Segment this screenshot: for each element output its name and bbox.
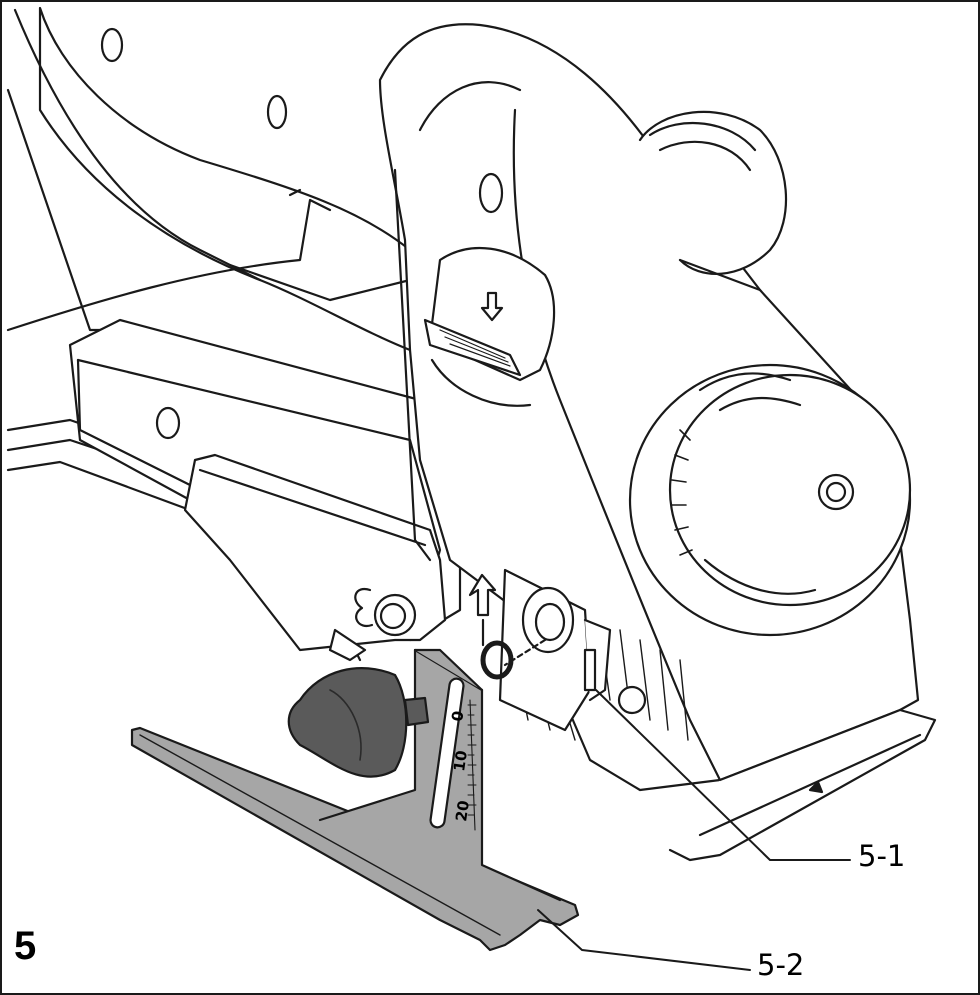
arrow-down-icon <box>480 291 504 322</box>
leader-line-5-2 <box>537 909 751 971</box>
scale-mark-0: 0 <box>448 710 467 723</box>
star-knob <box>287 667 430 778</box>
depth-adjustment-knob <box>628 363 912 637</box>
rear-handle <box>6 6 422 352</box>
screw-head-icon <box>155 406 181 440</box>
housing-hole-icon <box>478 172 504 214</box>
guide-scale-ticks <box>467 704 477 816</box>
release-lever <box>423 246 556 407</box>
rivet-hole-icon <box>100 27 124 63</box>
marker-triangle-icon <box>808 780 824 794</box>
arrow-up-icon <box>468 573 497 617</box>
chip-cover-flap <box>183 453 447 662</box>
o-ring-icon <box>480 640 514 680</box>
scale-mark-20: 20 <box>452 799 473 822</box>
depth-scale-ticks <box>671 429 693 556</box>
scale-mark-10: 10 <box>450 749 471 772</box>
base-plate <box>668 708 937 862</box>
spring-icon <box>354 587 374 628</box>
guide-mount-socket <box>468 568 612 732</box>
dust-extraction-port <box>638 110 788 292</box>
leader-line-5-1 <box>595 689 851 861</box>
guide-scale-labels: 0 10 20 <box>448 710 473 823</box>
figure-number: 5 <box>14 924 37 968</box>
callout-label-5-2: 5-2 <box>757 948 805 982</box>
rivet-hole-icon <box>266 94 288 130</box>
callout-label-5-1: 5-1 <box>858 839 906 873</box>
adjustment-screw-icon <box>617 685 647 715</box>
parallel-guide <box>130 648 580 952</box>
